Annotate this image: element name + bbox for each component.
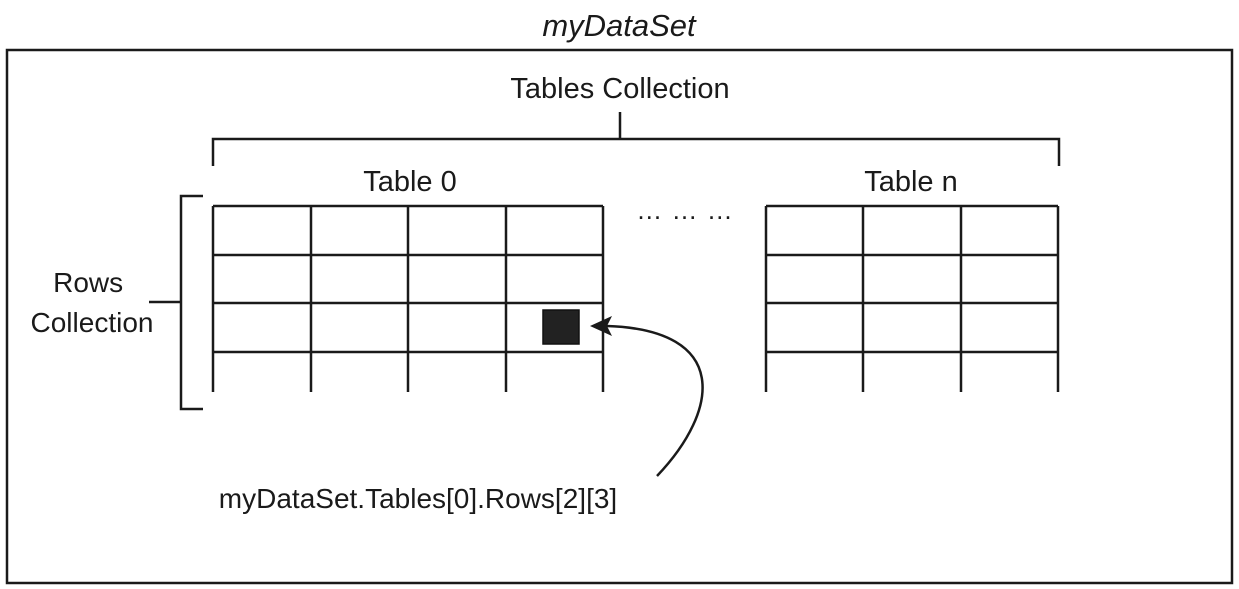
table-n-label: Table n xyxy=(864,166,958,198)
table-0-column-lines xyxy=(211,206,605,392)
table-n-grid xyxy=(764,204,1060,392)
table-0-grid xyxy=(211,204,605,392)
tables-collection-label: Tables Collection xyxy=(510,73,729,105)
table-0-label: Table 0 xyxy=(363,166,457,198)
rows-collection-bracket xyxy=(149,194,203,411)
rows-collection-label: Rows Collection xyxy=(31,267,154,338)
access-expression: myDataSet.Tables[0].Rows[2][3] xyxy=(219,483,617,514)
rows-collection-label-line2: Collection xyxy=(31,307,154,338)
dataset-container xyxy=(5,48,1234,585)
tables-collection-bracket xyxy=(211,112,1061,166)
highlighted-cell-marker xyxy=(542,309,580,345)
table-n-column-lines xyxy=(764,206,1060,392)
tables-ellipsis: … … … xyxy=(636,195,733,225)
table-n-row-lines xyxy=(766,204,1058,354)
dataset-title: myDataSet xyxy=(542,8,697,43)
pointer-arrow-curve xyxy=(606,324,704,477)
pointer-arrowhead xyxy=(590,316,612,336)
rows-collection-label-line1: Rows xyxy=(53,267,123,298)
